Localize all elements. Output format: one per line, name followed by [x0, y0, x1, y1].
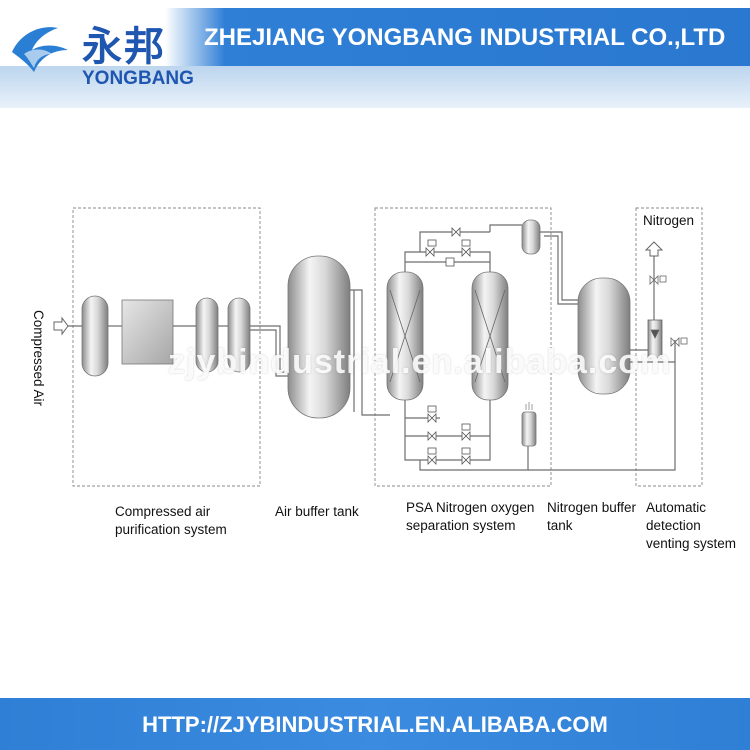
small-receiver-vessel [521, 219, 541, 255]
nitrogen-buffer-tank [577, 277, 631, 395]
purification-equipment [81, 295, 251, 377]
compressed-air-inlet-arrow [53, 316, 69, 336]
header-blue-band [0, 8, 750, 66]
purification-boundary [72, 207, 261, 487]
flow-meter [647, 319, 663, 359]
pre-filter-vessel [81, 295, 109, 377]
logo-english-text: YONGBANG [82, 68, 194, 89]
company-name: ZHEJIANG YONGBANG INDUSTRIAL CO.,LTD [204, 24, 726, 51]
psa-valves [425, 227, 471, 465]
psa-boundary [374, 207, 552, 487]
pipes [66, 224, 676, 471]
fine-filter-vessel [195, 297, 219, 373]
footer-url-link[interactable]: HTTP://ZJYBINDUSTRIAL.EN.ALIBABA.COM [142, 712, 608, 737]
exhaust-silencer [521, 411, 537, 447]
footer-bar [0, 698, 750, 750]
yongbang-logo-icon [12, 27, 68, 72]
carbon-filter-vessel [227, 297, 251, 373]
nitrogen-label: Nitrogen [643, 213, 695, 228]
exhaust-vent-marks [525, 402, 533, 410]
air-buffer-tank [287, 255, 351, 419]
refrigerated-dryer-box [121, 299, 174, 365]
nitrogen-outlet-arrow [644, 241, 664, 257]
compressed-air-label: Compressed Air [31, 310, 46, 407]
header-banner [0, 0, 750, 108]
stage-label-air-buffer: Air buffer tank [275, 504, 359, 519]
logo-chinese-text: 永邦 [82, 23, 166, 70]
psa-towers [386, 271, 509, 401]
system-boundaries [72, 207, 703, 487]
venting-equipment [647, 275, 688, 359]
header-light-band [0, 66, 750, 108]
venting-boundary [635, 207, 703, 487]
watermark-text: zjybindustrial.en.alibaba.com [168, 343, 672, 381]
